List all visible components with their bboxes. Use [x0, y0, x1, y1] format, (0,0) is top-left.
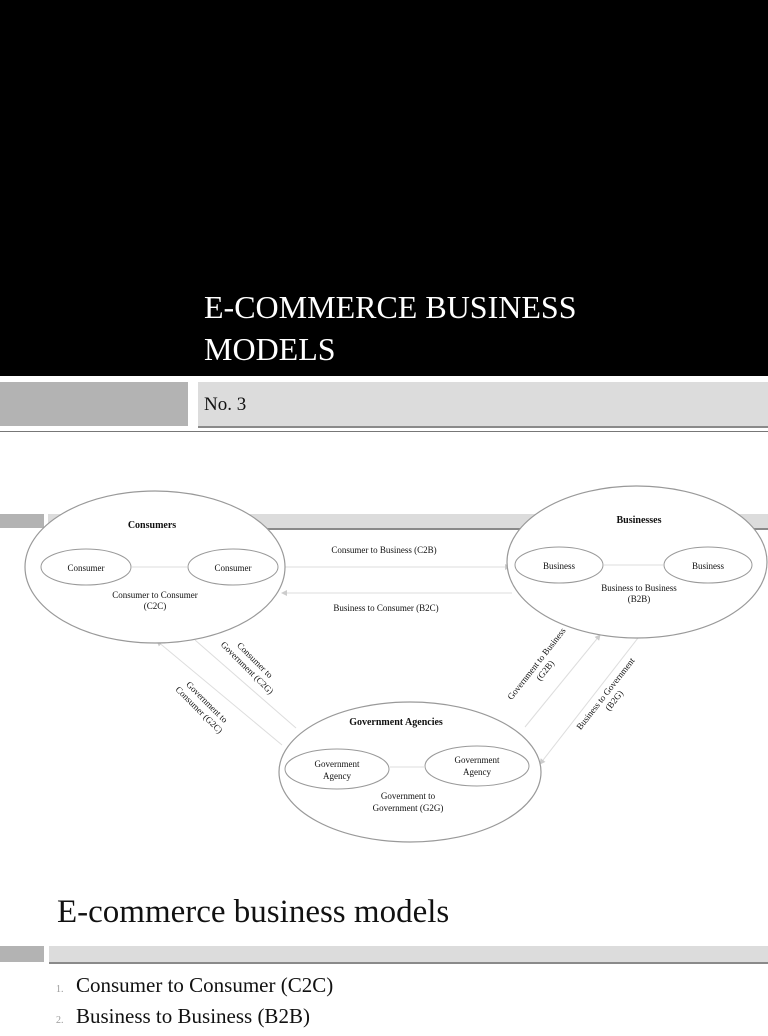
business-node-a: Business [543, 561, 576, 571]
c2c-label-2: (C2C) [144, 601, 167, 611]
businesses-title: Businesses [616, 515, 661, 526]
title-line-1: E-COMMERCE BUSINESS [204, 289, 577, 325]
diagram-bar-accent [0, 514, 44, 528]
consumers-group: Consumers Consumer Consumer Consumer to … [24, 490, 286, 644]
b2b-label-2: (B2B) [628, 594, 651, 604]
g2c-label: Government to Consumer (G2C) [174, 679, 230, 735]
title-line-2: MODELS [204, 331, 336, 367]
edge-g2c [156, 640, 283, 746]
government-group: Government Agencies Government Agency Go… [278, 701, 542, 843]
g2g-label-1: Government to [381, 791, 436, 801]
edge-b2g [539, 637, 639, 765]
gov-node-b-line1: Government [455, 755, 500, 765]
c2g-label: Consumer to Government (C2G) [219, 639, 276, 696]
gov-node-b-line2: Agency [463, 767, 491, 777]
gov-node-a-line1: Government [315, 759, 360, 769]
c2b-label: Consumer to Business (C2B) [331, 545, 436, 555]
ecommerce-diagram: Consumers Consumer Consumer Consumer to … [24, 485, 768, 843]
list-item: 1. Consumer to Consumer (C2C) [56, 970, 333, 1001]
g2b-label: Government to Business (G2B) [505, 625, 568, 701]
list-label: Consumer to Consumer (C2C) [76, 973, 334, 997]
edge-g2b [524, 634, 601, 728]
content-slide-heading: E-commerce business models [57, 894, 450, 930]
list-number: 1. [56, 984, 64, 995]
content-bar-accent [0, 946, 44, 962]
list-item: 2. Business to Business (B2B) [56, 1001, 333, 1032]
government-title: Government Agencies [349, 717, 443, 728]
g2b-label-1: Government to Business [505, 625, 568, 701]
b2g-label-1: Business to Government [574, 655, 637, 731]
slide-title: E-COMMERCE BUSINESS MODELS [204, 286, 577, 370]
consumer-node-a: Consumer [68, 563, 105, 573]
slide-subtitle: No. 3 [204, 394, 247, 415]
consumers-title: Consumers [128, 520, 176, 531]
content-slide-bar [0, 946, 768, 964]
businesses-group: Businesses Business Business Business to… [506, 485, 768, 639]
title-slide: E-COMMERCE BUSINESS MODELS [0, 0, 768, 376]
c2c-label-1: Consumer to Consumer [112, 590, 198, 600]
business-node-b: Business [692, 561, 725, 571]
model-list: 1. Consumer to Consumer (C2C) 2. Business … [56, 970, 333, 1032]
subtitle-bar-accent [0, 382, 188, 426]
slide-divider [0, 431, 768, 432]
b2c-label: Business to Consumer (B2C) [333, 603, 438, 613]
gov-node-a-line2: Agency [323, 771, 351, 781]
content-bar-main [49, 946, 768, 962]
subtitle-bar: No. 3 [0, 380, 768, 428]
b2g-label: Business to Government (B2G) [574, 655, 637, 731]
list-label: Business to Business (B2B) [76, 1004, 310, 1028]
list-number: 2. [56, 1015, 64, 1026]
subtitle-bar-main: No. 3 [198, 382, 768, 426]
consumer-node-b: Consumer [215, 563, 252, 573]
g2g-label-2: Government (G2G) [373, 803, 444, 813]
b2b-label-1: Business to Business [601, 583, 677, 593]
edge-c2g [194, 639, 297, 729]
